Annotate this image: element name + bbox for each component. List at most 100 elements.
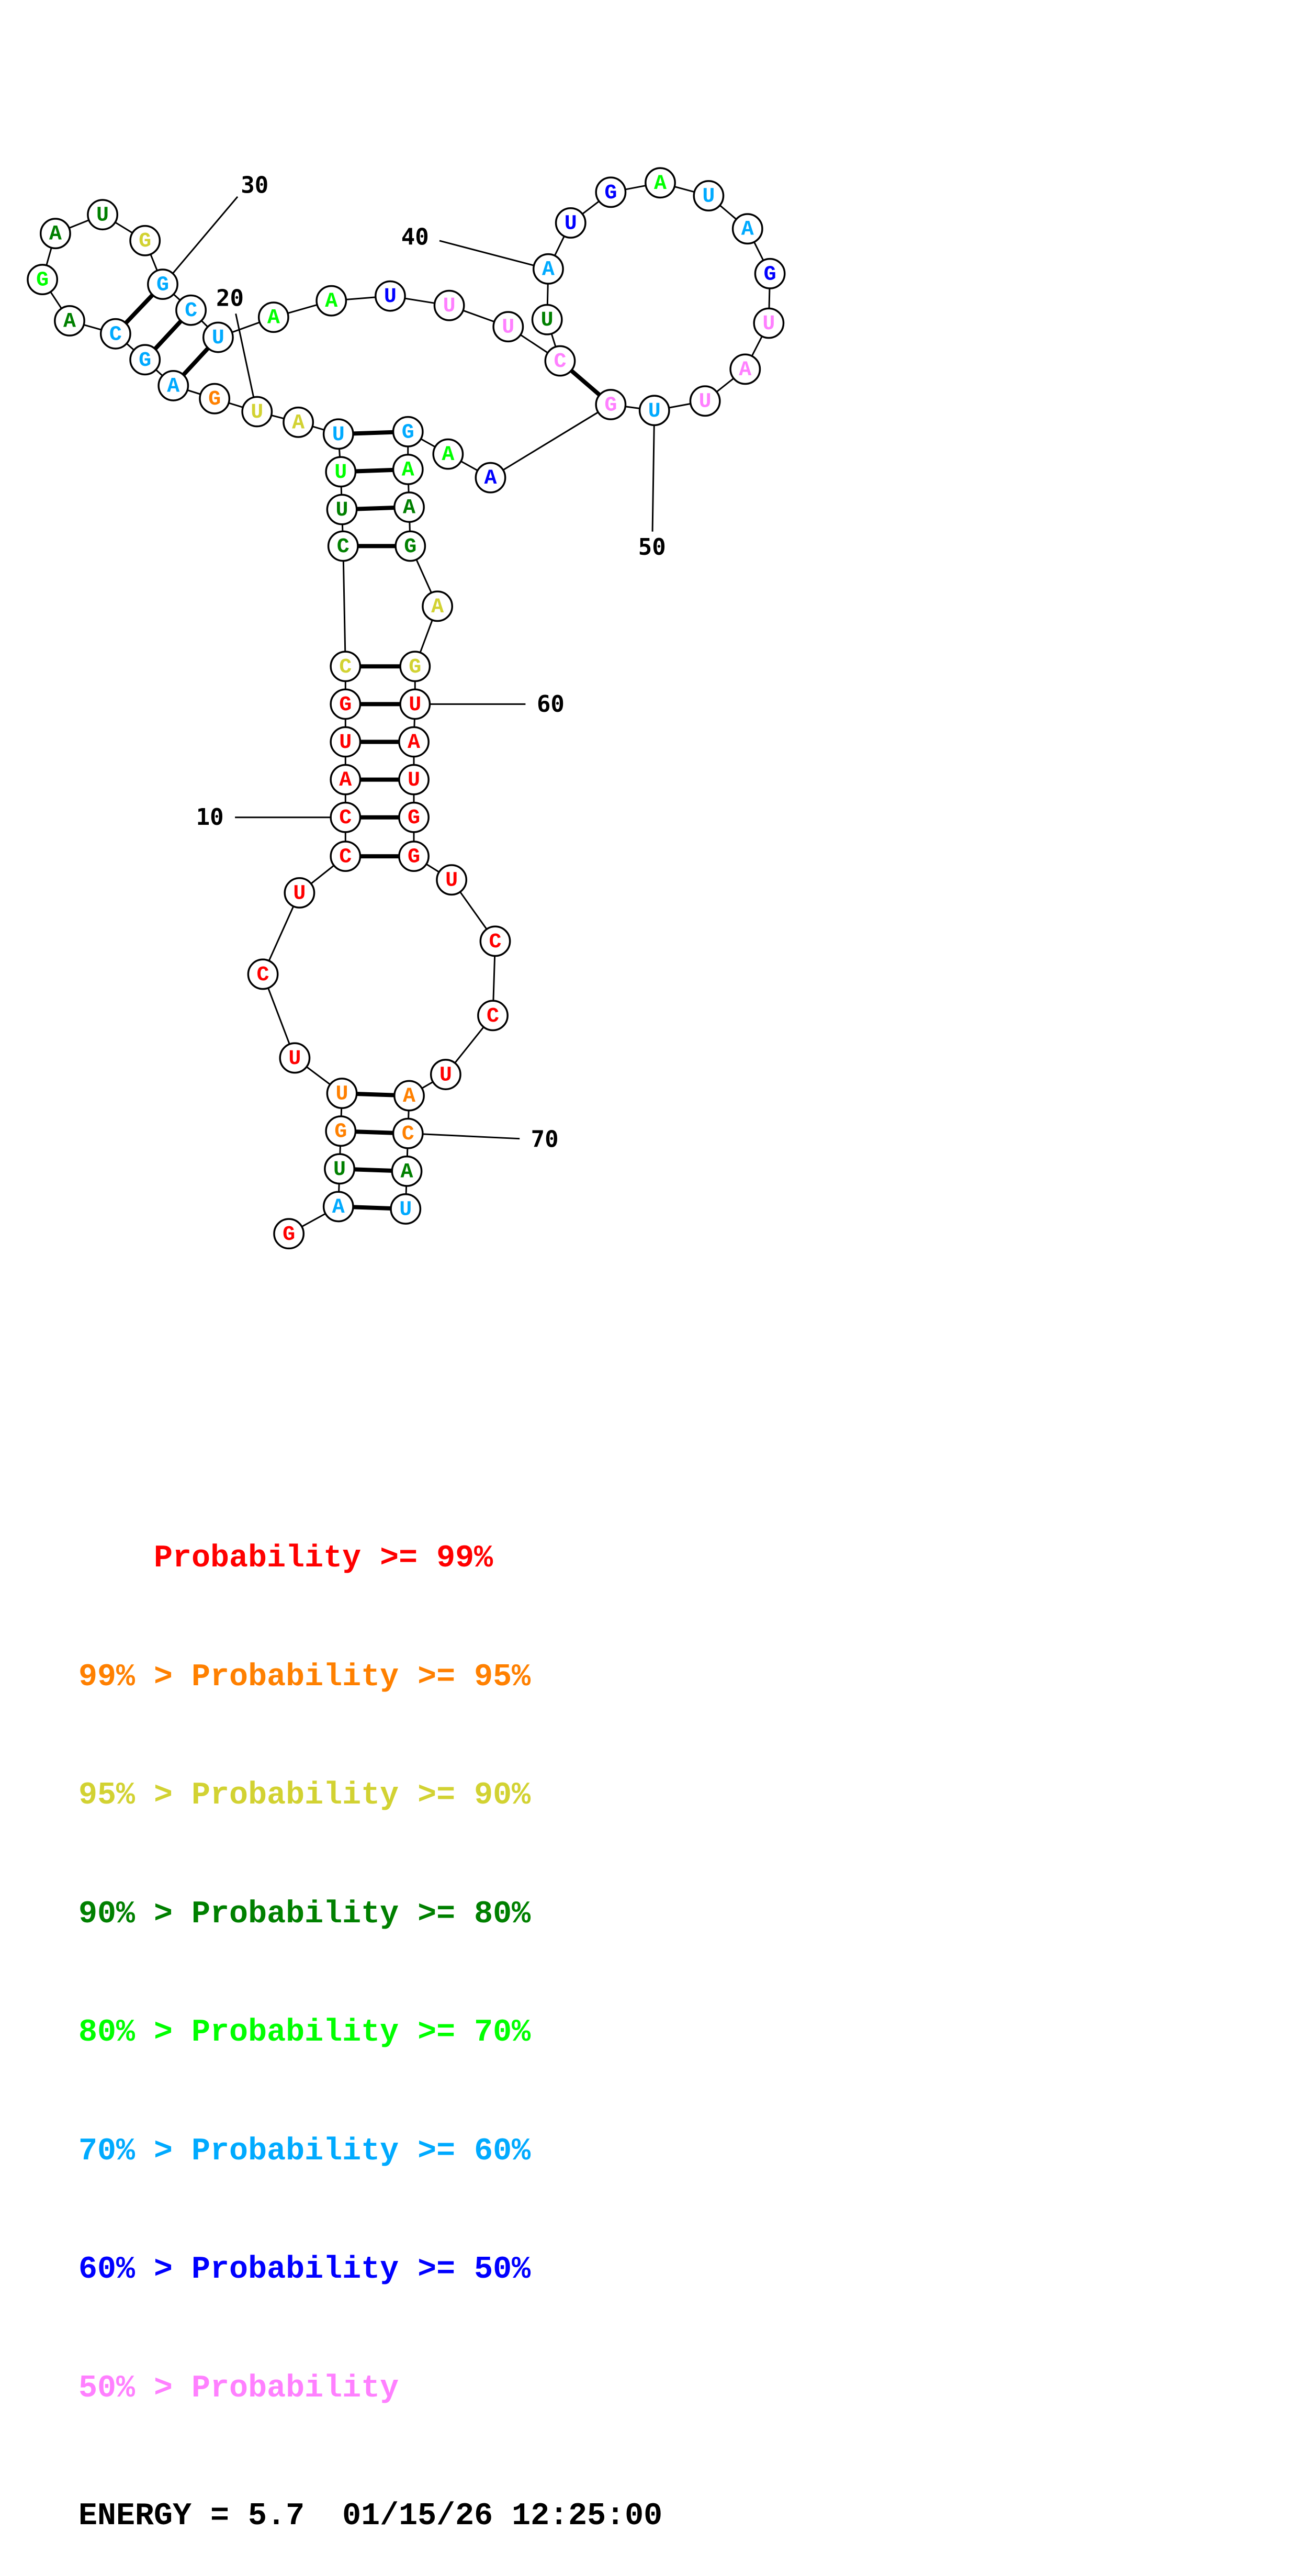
nucleotide-letter: U bbox=[762, 312, 775, 336]
probability-legend: Probability >= 99% 99% > Probability >= … bbox=[78, 1460, 662, 2576]
nucleotide-54: G bbox=[392, 416, 424, 447]
nucleotide-letter: U bbox=[336, 499, 348, 522]
nucleotide-16: U bbox=[326, 494, 358, 525]
nucleotide-letter: C bbox=[339, 846, 352, 869]
base-pair-layer bbox=[114, 283, 612, 1211]
nucleotide-14: C bbox=[330, 651, 362, 682]
nucleotide-circle bbox=[330, 764, 362, 796]
position-label-40: 40 bbox=[401, 223, 429, 250]
nucleotide-letter: G bbox=[36, 269, 49, 293]
nucleotide-circle bbox=[689, 385, 721, 417]
nucleotide-23: G bbox=[129, 344, 161, 376]
nucleotide-40: A bbox=[533, 253, 564, 285]
nucleotide-circle bbox=[398, 764, 430, 796]
nucleotide-letter: U bbox=[565, 212, 577, 236]
nucleotide-50: U bbox=[638, 395, 670, 427]
nucleotide-circle bbox=[279, 1042, 311, 1074]
nucleotide-circle bbox=[257, 301, 289, 333]
legend-prefix bbox=[78, 1541, 154, 1576]
nucleotide-letter: U bbox=[502, 316, 514, 340]
nucleotide-circle bbox=[392, 454, 424, 485]
legend-text: Probability >= 90% bbox=[191, 1778, 531, 1813]
nucleotide-letter: A bbox=[739, 359, 751, 382]
nucleotide-letter: U bbox=[333, 1158, 346, 1182]
nucleotide-circle bbox=[555, 207, 587, 239]
nucleotide-circle bbox=[392, 1117, 424, 1149]
nucleotide-circle bbox=[433, 289, 465, 321]
nucleotide-21: G bbox=[199, 383, 231, 415]
nucleotide-circle bbox=[325, 456, 357, 488]
nucleotide-17: U bbox=[325, 456, 357, 488]
position-tick-line bbox=[235, 313, 255, 398]
nucleotide-11: A bbox=[330, 764, 362, 796]
legend-prefix: 60% > bbox=[78, 2252, 192, 2288]
nucleotide-circle bbox=[595, 176, 627, 208]
nucleotide-28: U bbox=[87, 199, 118, 231]
nucleotide-letter: C bbox=[185, 299, 197, 323]
nucleotide-68: U bbox=[430, 1059, 461, 1090]
nucleotide-33: A bbox=[257, 301, 289, 333]
nucleotide-letter: A bbox=[339, 769, 352, 792]
legend-text: Probability >= 99% bbox=[154, 1541, 493, 1576]
position-tick-line bbox=[651, 425, 655, 532]
nucleotide-65: U bbox=[436, 864, 468, 896]
position-tick-line bbox=[439, 240, 534, 266]
nucleotide-circle bbox=[129, 344, 161, 376]
nucleotide-letter: C bbox=[402, 1123, 414, 1146]
nucleotide-letter: A bbox=[267, 307, 280, 330]
nucleotide-32: U bbox=[202, 321, 234, 353]
nucleotide-circle bbox=[199, 383, 231, 415]
nucleotide-8: U bbox=[284, 877, 315, 909]
nucleotide-letter: G bbox=[208, 388, 221, 411]
position-tick-line bbox=[422, 1133, 520, 1140]
nucleotide-5: U bbox=[326, 1078, 358, 1110]
nucleotide-circle bbox=[399, 651, 431, 682]
nucleotide-letter: C bbox=[339, 807, 352, 830]
nucleotide-circle bbox=[39, 218, 71, 250]
nucleotide-circle bbox=[422, 590, 454, 622]
nucleotide-letter: G bbox=[139, 230, 151, 253]
legend-row-p70: 80% > Probability >= 70% bbox=[78, 2013, 662, 2053]
nucleotide-letter: A bbox=[408, 731, 420, 755]
nucleotide-70: C bbox=[392, 1117, 424, 1149]
nucleotide-circle bbox=[693, 180, 725, 212]
nucleotide-letter: G bbox=[156, 274, 169, 297]
nucleotide-letter: U bbox=[541, 309, 554, 332]
nucleotide-43: A bbox=[645, 167, 676, 199]
nucleotide-circle bbox=[731, 213, 763, 245]
nucleotide-29: G bbox=[129, 225, 161, 256]
nucleotide-letter: A bbox=[325, 290, 337, 313]
nucleotide-letter: C bbox=[489, 931, 502, 954]
nucleotide-25: A bbox=[54, 305, 85, 337]
nucleotide-letter: C bbox=[109, 323, 122, 346]
nucleotide-circle bbox=[393, 491, 425, 523]
nucleotide-letter: G bbox=[283, 1223, 295, 1247]
nucleotide-letter: A bbox=[403, 497, 415, 520]
nucleotide-circle bbox=[54, 305, 85, 337]
nucleotide-15: C bbox=[327, 530, 359, 562]
nucleotide-letter: U bbox=[384, 285, 397, 309]
nucleotide-72: U bbox=[390, 1193, 422, 1225]
nucleotide-42: G bbox=[595, 176, 627, 208]
nucleotide-letter: A bbox=[167, 375, 179, 398]
nucleotide-20: U bbox=[241, 396, 273, 428]
legend-prefix: 50% > bbox=[78, 2370, 192, 2406]
nucleotide-circle bbox=[479, 925, 511, 957]
nucleotide-19: A bbox=[283, 406, 314, 438]
nucleotide-circle bbox=[393, 1080, 425, 1112]
nucleotide-47: U bbox=[753, 307, 785, 339]
nucleotide-10: C bbox=[330, 801, 362, 833]
nucleotide-circle bbox=[531, 304, 563, 335]
nucleotide-letter: G bbox=[409, 656, 421, 679]
position-label-70: 70 bbox=[531, 1126, 559, 1152]
nucleotide-45: A bbox=[731, 213, 763, 245]
nucleotide-circle bbox=[375, 280, 406, 312]
nucleotide-letter: G bbox=[402, 421, 414, 444]
nucleotide-letter: U bbox=[336, 1083, 348, 1106]
nucleotide-circle bbox=[390, 1193, 422, 1225]
nucleotide-letter: A bbox=[403, 1085, 415, 1108]
nucleotide-9: C bbox=[330, 841, 362, 872]
nucleotide-60: U bbox=[399, 688, 431, 720]
